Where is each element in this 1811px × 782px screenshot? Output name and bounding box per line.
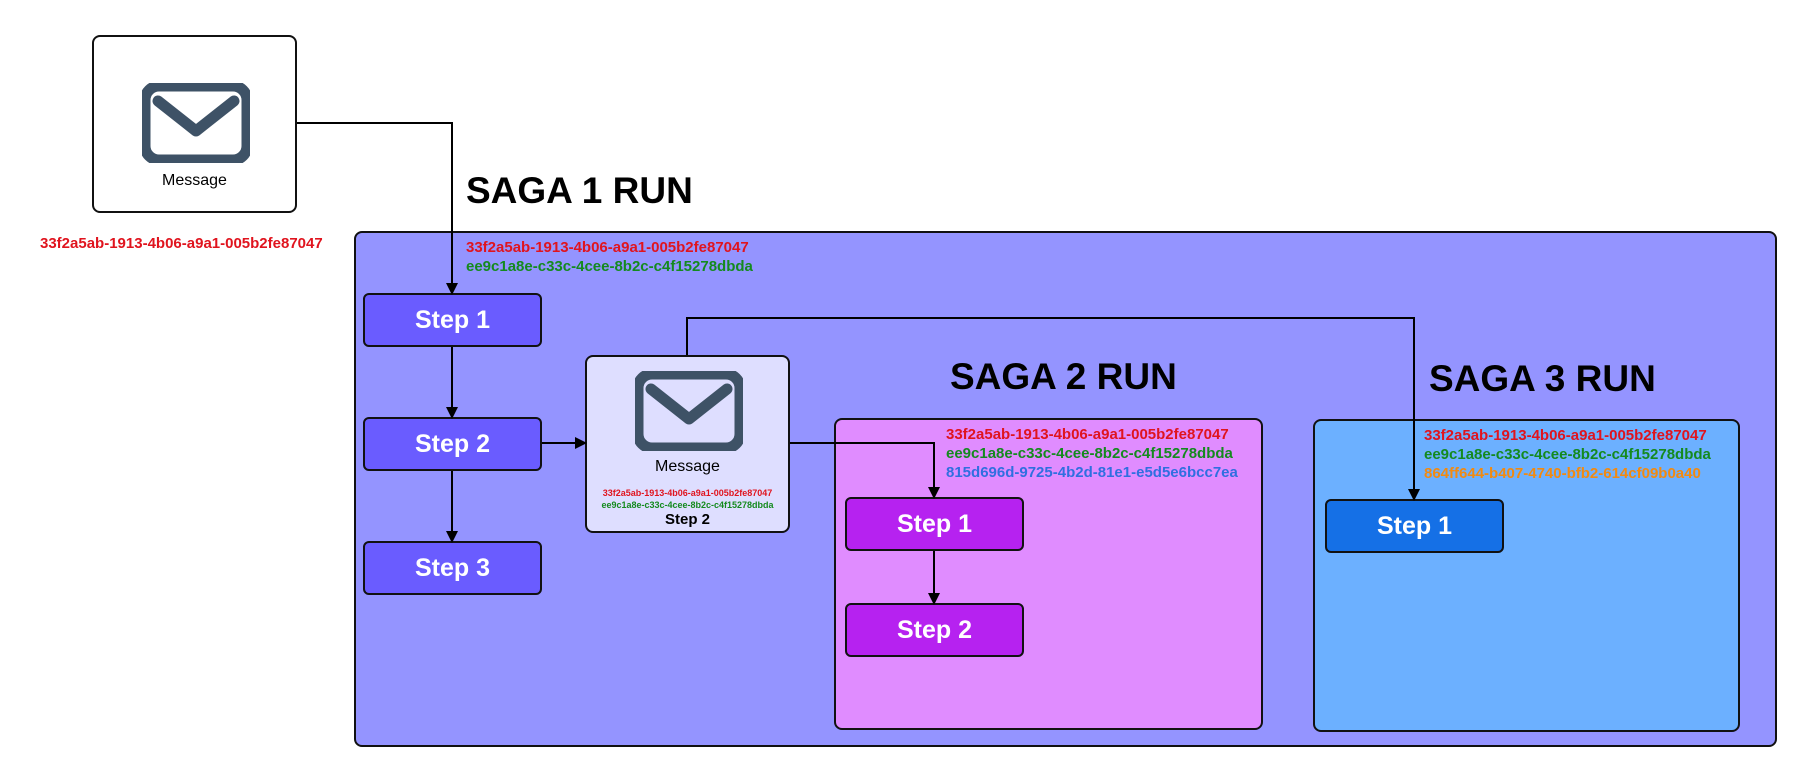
saga2-id-2: ee9c1a8e-c33c-4cee-8b2c-c4f15278dbda (946, 445, 1233, 462)
saga1-step-1[interactable]: Step 1 (363, 293, 542, 347)
inner-message-id-2: ee9c1a8e-c33c-4cee-8b2c-c4f15278dbda (601, 500, 774, 510)
arrow-message-to-saga1-step1 (297, 122, 458, 295)
saga1-id-1: 33f2a5ab-1913-4b06-a9a1-005b2fe87047 (466, 239, 749, 256)
inner-message-source-step: Step 2 (664, 511, 710, 528)
source-message-label: Message (162, 172, 227, 189)
saga1-step-3[interactable]: Step 3 (363, 541, 542, 595)
saga2-step-2[interactable]: Step 2 (845, 603, 1024, 657)
saga2-step-1[interactable]: Step 1 (845, 497, 1024, 551)
saga2-id-3: 815d696d-9725-4b2d-81e1-e5d5e6bcc7ea (946, 464, 1238, 481)
saga3-step-1[interactable]: Step 1 (1325, 499, 1504, 553)
envelope-icon (635, 371, 743, 451)
saga3-id-3: 864ff644-b407-4740-bfb2-614cf09b0a40 (1424, 465, 1701, 482)
saga1-step-2[interactable]: Step 2 (363, 417, 542, 471)
inner-message-label: Message (655, 458, 720, 475)
saga2-title: SAGA 2 RUN (950, 356, 1177, 397)
saga3-title: SAGA 3 RUN (1429, 358, 1656, 399)
saga1-id-2: ee9c1a8e-c33c-4cee-8b2c-c4f15278dbda (466, 258, 753, 275)
inner-message-id-1: 33f2a5ab-1913-4b06-a9a1-005b2fe87047 (602, 488, 773, 498)
arrow-message-to-saga3-step1 (686, 317, 1420, 501)
arrow-message-to-saga2-step1 (790, 442, 940, 499)
saga3-id-1: 33f2a5ab-1913-4b06-a9a1-005b2fe87047 (1424, 427, 1707, 444)
source-message-id: 33f2a5ab-1913-4b06-a9a1-005b2fe87047 (40, 235, 323, 252)
saga3-id-2: ee9c1a8e-c33c-4cee-8b2c-c4f15278dbda (1424, 446, 1711, 463)
saga2-container (834, 418, 1263, 730)
envelope-icon (142, 83, 250, 163)
source-message-card: Message (92, 35, 297, 213)
saga2-id-1: 33f2a5ab-1913-4b06-a9a1-005b2fe87047 (946, 426, 1229, 443)
saga3-container (1313, 419, 1740, 732)
saga1-title: SAGA 1 RUN (466, 170, 693, 211)
